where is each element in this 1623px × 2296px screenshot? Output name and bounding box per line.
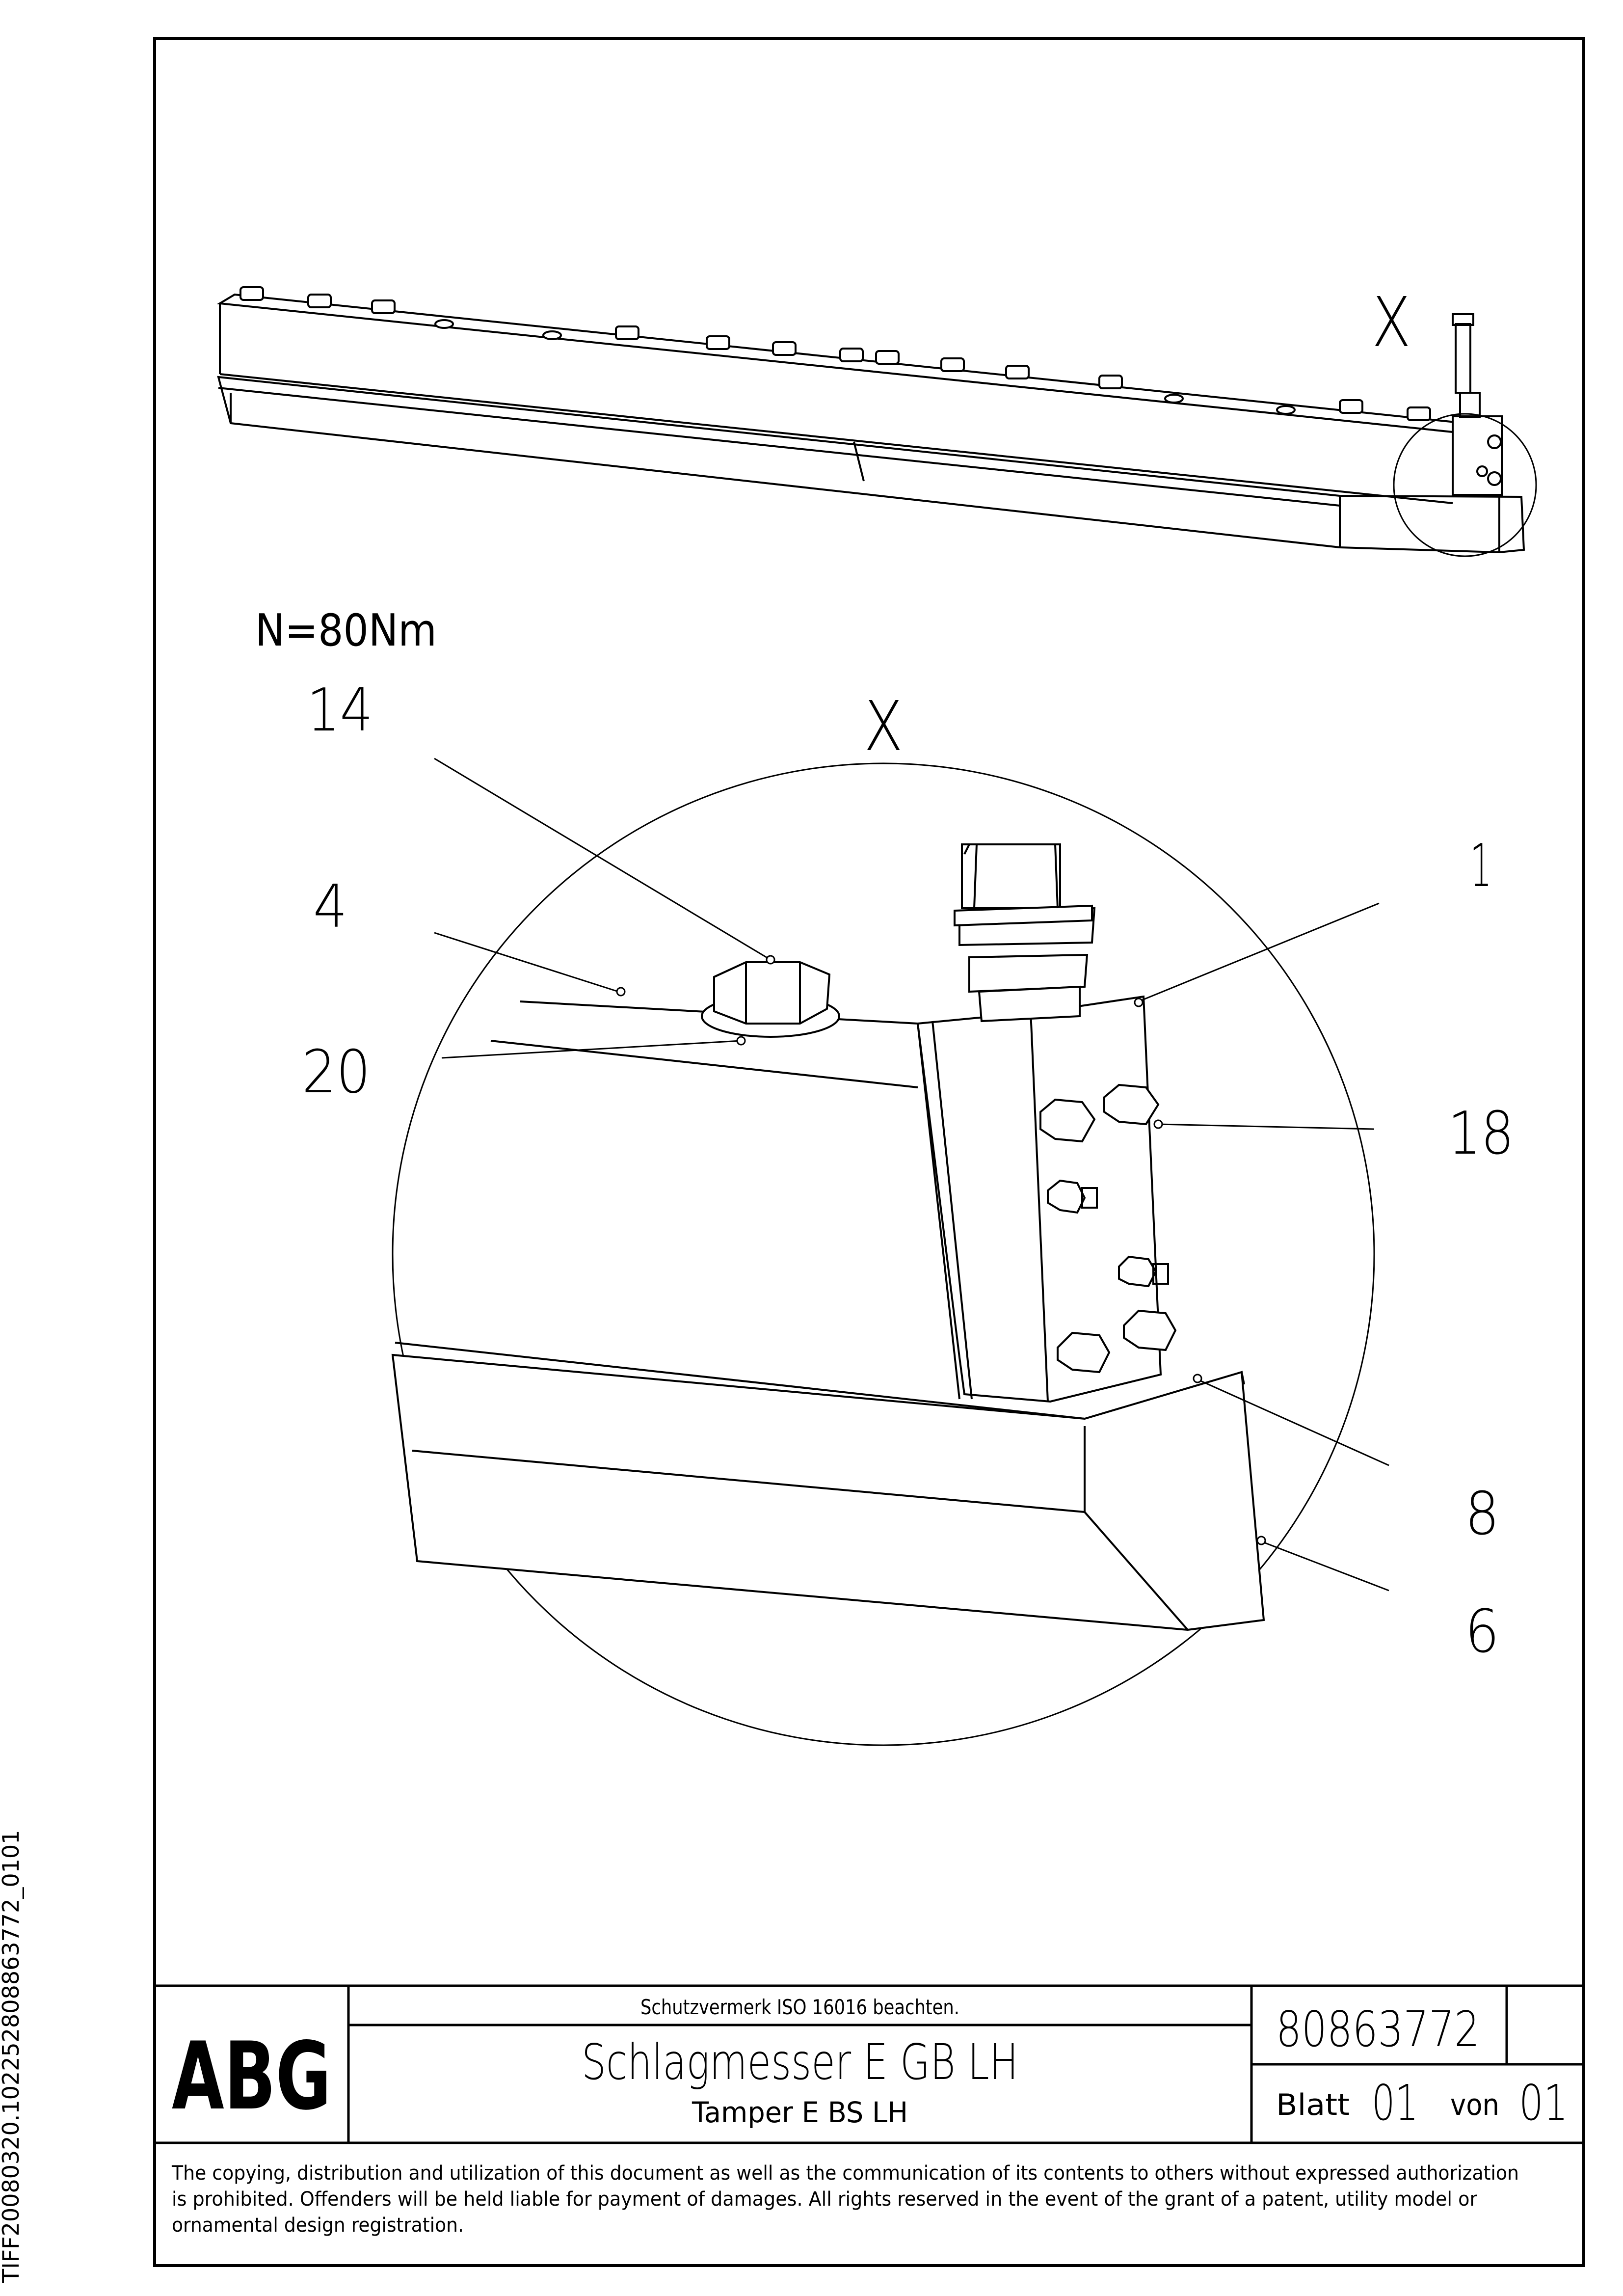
drawing-frame [153, 37, 1585, 2267]
copyright-notice: The copying, distribution and utilizatio… [171, 2162, 1519, 2237]
torque-note: N=80Nm [255, 605, 437, 656]
drawing-number: 80863772 [1276, 2000, 1480, 2058]
callout-1: 1 [1470, 832, 1492, 900]
protection-note: Schutzvermerk ISO 16016 beachten. [640, 1995, 959, 2019]
callout-8: 8 [1465, 1480, 1499, 1548]
sheet-label: Blatt [1276, 2088, 1350, 2122]
detail-x-circle [392, 762, 1375, 1746]
copyright-line-1: The copying, distribution and utilizatio… [171, 2162, 1519, 2185]
drawing-title-de: Schlagmesser E GB LH [582, 2033, 1018, 2091]
tamper-bar-overview [216, 293, 1525, 554]
sheet-number: 01 [1372, 2074, 1418, 2132]
leader-dots [616, 955, 1266, 1545]
callout-4: 4 [313, 873, 347, 941]
sheet-total: 01 [1519, 2074, 1568, 2132]
detail-x-marker-top: X [1372, 283, 1411, 363]
callout-14: 14 [307, 676, 373, 745]
title-block [155, 1984, 1584, 2144]
drawing-title-en: Tamper E BS LH [692, 2096, 908, 2129]
of-label: von [1450, 2088, 1499, 2122]
copyright-line-2: is prohibited. Offenders will be held li… [172, 2188, 1478, 2211]
detail-x-circle-small [1393, 413, 1537, 557]
copyright-line-3: ornamental design registration. [172, 2214, 464, 2237]
tamper-detail [391, 843, 1265, 1631]
callout-18: 18 [1448, 1100, 1514, 1168]
detail-x-marker: X [864, 687, 903, 767]
side-archive-label: TIFF20080320.102252808863772_0101 [0, 1830, 24, 2283]
callout-labels: 14 4 20 1 18 8 6 [302, 676, 1514, 1666]
company-logo: ABG [172, 2022, 331, 2131]
overview-bolts [239, 286, 1431, 421]
callout-20: 20 [302, 1038, 371, 1107]
callout-6: 6 [1465, 1598, 1499, 1666]
leader-lines [434, 757, 1389, 1592]
